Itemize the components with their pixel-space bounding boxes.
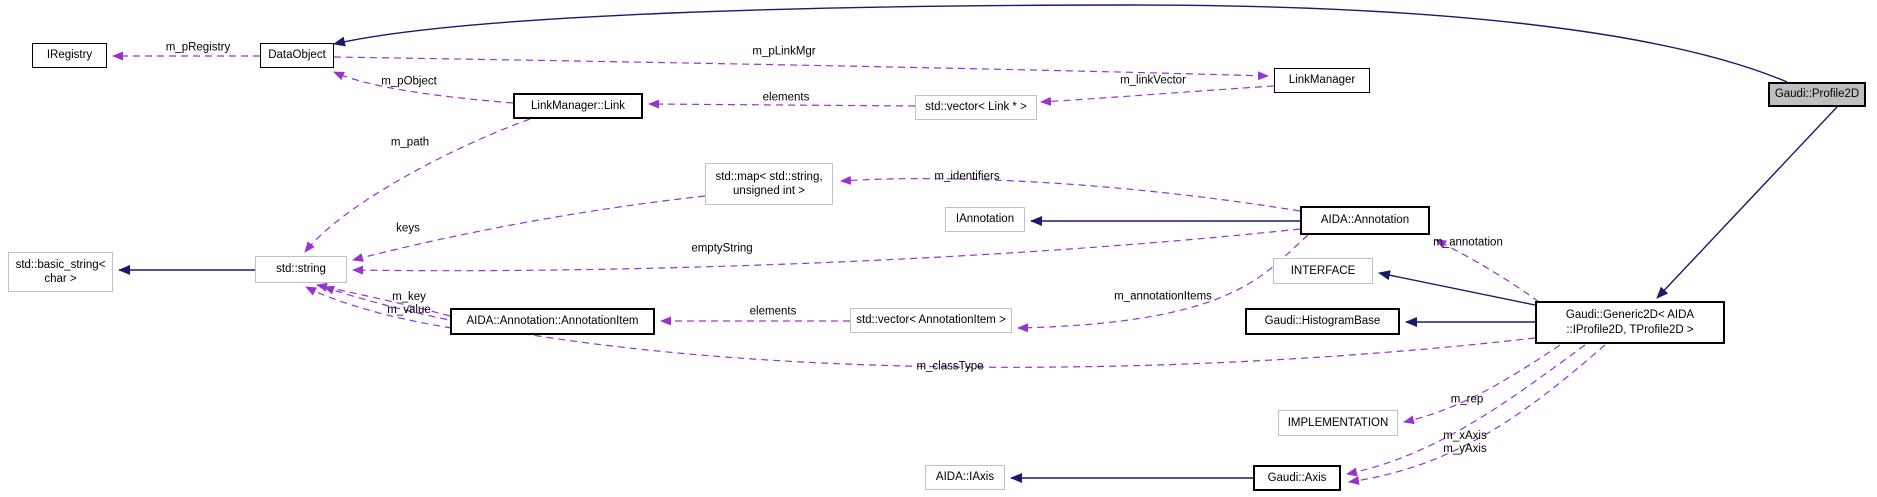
edge-m-linkvector — [1040, 85, 1275, 106]
node-std-vector-link: std::vector< Link * > — [915, 95, 1037, 120]
edge-emptystring — [352, 228, 1301, 275]
edge-label-m-plinkmgr: m_pLinkMgr — [752, 45, 816, 58]
node-gaudi-profile2d[interactable]: Gaudi::Profile2D — [1768, 82, 1866, 107]
node-iannotation-label: IAnnotation — [955, 213, 1015, 226]
edge-label-m-identifiers: m_identifiers — [934, 170, 1000, 183]
edge-label-m-annotationitems: m_annotationItems — [1114, 290, 1212, 303]
node-std-basic-string: std::basic_string< char > — [8, 252, 113, 292]
node-gaudi-profile2d-label: Gaudi::Profile2D — [1774, 88, 1860, 101]
edge-inherit-profile2d-generic2d — [1656, 106, 1838, 299]
node-gaudi-histogrambase-label: Gaudi::HistogramBase — [1264, 315, 1381, 328]
node-linkmanager-link-label: LinkManager::Link — [531, 99, 625, 112]
node-gaudi-generic2d[interactable]: Gaudi::Generic2D< AIDA ::IProfile2D, TPr… — [1535, 301, 1725, 344]
node-dataobject[interactable]: DataObject — [260, 43, 334, 68]
edge-label-elements-top: elements — [762, 91, 810, 104]
node-iannotation: IAnnotation — [945, 207, 1025, 232]
node-aida-annotation[interactable]: AIDA::Annotation — [1300, 206, 1430, 235]
node-annotationitem-label: AIDA::Annotation::AnnotationItem — [466, 315, 639, 328]
edge-m-rep — [1403, 344, 1561, 425]
node-aida-iaxis: AIDA::IAxis — [925, 465, 1005, 490]
edge-label-m-key-m-value: m_key m_value — [387, 290, 431, 316]
edge-label-m-annotation: m_annotation — [1433, 236, 1503, 249]
node-std-string-label: std::string — [276, 263, 326, 276]
node-interface-label: INTERFACE — [1290, 264, 1356, 277]
edge-label-m-pregistry: m_pRegistry — [165, 41, 231, 54]
edge-label-m-rep: m_rep — [1450, 393, 1484, 406]
edge-label-m-path: m_path — [390, 136, 430, 149]
edge-m-value — [305, 286, 453, 329]
edge-m-xaxis — [1346, 344, 1586, 477]
node-std-vector-annotationitem-label: std::vector< AnnotationItem > — [856, 314, 1006, 327]
node-std-map-string-uint: std::map< std::string, unsigned int > — [705, 163, 833, 205]
edge-m-pobject — [333, 71, 514, 104]
node-iregistry-label: IRegistry — [46, 49, 93, 62]
edge-elements-top — [648, 99, 916, 109]
edge-inherit-profile2d-dataobject — [333, 4, 1788, 83]
node-gaudi-generic2d-label: Gaudi::Generic2D< AIDA ::IProfile2D, TPr… — [1565, 309, 1695, 336]
edge-m-plinkmgr — [333, 56, 1269, 81]
edge-label-emptystring: emptyString — [691, 242, 753, 255]
node-std-vector-annotationitem: std::vector< AnnotationItem > — [850, 308, 1012, 333]
node-std-map-string-uint-label: std::map< std::string, unsigned int > — [715, 170, 823, 197]
node-std-vector-link-label: std::vector< Link * > — [925, 101, 1027, 114]
node-annotationitem[interactable]: AIDA::Annotation::AnnotationItem — [450, 308, 655, 335]
node-implementation: IMPLEMENTATION — [1278, 410, 1398, 436]
edge-m-annotation — [1435, 239, 1540, 303]
node-gaudi-axis[interactable]: Gaudi::Axis — [1253, 465, 1341, 491]
node-linkmanager[interactable]: LinkManager — [1274, 68, 1370, 93]
edge-label-keys: keys — [396, 222, 420, 235]
node-gaudi-axis-label: Gaudi::Axis — [1267, 471, 1327, 484]
edge-label-m-linkvector: m_linkVector — [1120, 74, 1186, 87]
node-interface: INTERFACE — [1273, 258, 1373, 284]
edge-inherit-generic2d-interface — [1378, 270, 1536, 306]
edge-label-m-xaxis-m-yaxis: m_xAxis m_yAxis — [1443, 429, 1487, 455]
node-iregistry[interactable]: IRegistry — [32, 43, 107, 68]
node-std-string: std::string — [255, 256, 347, 283]
node-linkmanager-link[interactable]: LinkManager::Link — [513, 93, 643, 119]
edge-m-yaxis — [1348, 344, 1606, 486]
node-aida-iaxis-label: AIDA::IAxis — [935, 471, 995, 484]
node-implementation-label: IMPLEMENTATION — [1287, 416, 1389, 429]
edge-m-annotationitems — [1017, 234, 1309, 333]
edge-label-m-pobject: m_pObject — [381, 75, 437, 88]
node-aida-annotation-label: AIDA::Annotation — [1320, 214, 1410, 227]
node-std-basic-string-label: std::basic_string< char > — [15, 258, 106, 285]
edge-m-identifiers — [840, 175, 1301, 212]
node-gaudi-histogrambase[interactable]: Gaudi::HistogramBase — [1245, 308, 1400, 335]
edge-label-elements-bottom: elements — [749, 305, 797, 318]
node-dataobject-label: DataObject — [268, 49, 326, 62]
edge-label-m-classtype: m_classType — [916, 360, 984, 373]
node-linkmanager-label: LinkManager — [1288, 74, 1356, 87]
